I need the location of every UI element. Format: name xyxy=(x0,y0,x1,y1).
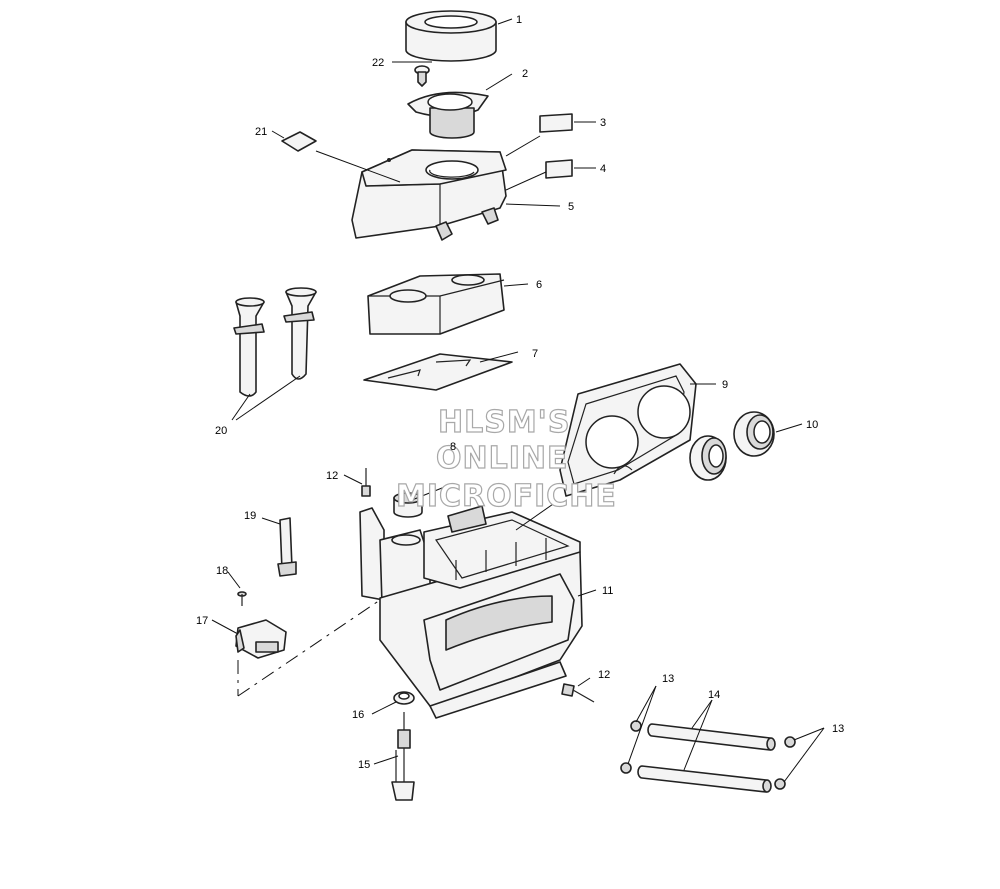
watermark: HLSM'S ONLINE MICROFICHE xyxy=(395,404,617,514)
part-2-intake-adapter xyxy=(407,91,489,139)
callout-9: 9 xyxy=(722,379,728,391)
part-3-decal xyxy=(539,113,573,133)
part-15-drain-valve xyxy=(391,712,415,801)
part-12-screw-upper xyxy=(361,468,371,497)
callout-19: 19 xyxy=(244,510,256,522)
callout-12-upper: 12 xyxy=(326,470,338,482)
part-1-filter-ring xyxy=(405,10,497,62)
part-16-drain-plug xyxy=(393,691,415,705)
callout-11: 11 xyxy=(602,585,613,597)
callout-labels: 1 22 2 3 21 4 5 6 7 9 10 20 8 12 19 18 1… xyxy=(196,14,844,771)
callout-14: 14 xyxy=(708,689,720,701)
part-12-screw-lower xyxy=(561,683,595,703)
part-11-airbox-housing xyxy=(359,505,583,719)
watermark-line-2: ONLINE xyxy=(436,441,569,476)
callout-4: 4 xyxy=(600,163,606,175)
watermark-line-3: MICROFICHE xyxy=(396,479,617,514)
callout-13-left: 13 xyxy=(662,673,674,685)
watermark-line-1: HLSM'S xyxy=(438,405,570,440)
part-14-tubes xyxy=(637,723,776,793)
part-7-screen-gasket xyxy=(363,353,513,391)
part-21-decal xyxy=(281,131,317,152)
part-17-module xyxy=(235,619,287,659)
callout-1: 1 xyxy=(516,14,522,26)
callout-17: 17 xyxy=(196,615,208,627)
callout-6: 6 xyxy=(536,279,542,291)
callout-12-lower: 12 xyxy=(598,669,610,681)
callout-16: 16 xyxy=(352,709,364,721)
callout-15: 15 xyxy=(358,759,370,771)
part-22-push-pin xyxy=(414,65,430,87)
part-6-foam-filter xyxy=(367,273,505,335)
callout-20: 20 xyxy=(215,425,227,437)
callout-10: 10 xyxy=(806,419,818,431)
part-9-airbox-door xyxy=(559,363,697,497)
callout-2: 2 xyxy=(522,68,528,80)
callout-21: 21 xyxy=(255,126,267,138)
callout-18: 18 xyxy=(216,565,228,577)
part-20-velocity-stacks xyxy=(233,287,317,397)
part-13-clamps xyxy=(620,720,796,790)
part-8-cap xyxy=(393,492,423,518)
leader-lines xyxy=(211,18,825,783)
callout-5: 5 xyxy=(568,201,574,213)
part-19-strap xyxy=(277,517,297,577)
callout-3: 3 xyxy=(600,117,606,129)
part-4-decal xyxy=(545,159,573,179)
callout-22: 22 xyxy=(372,57,384,69)
part-5-airbox-cover xyxy=(351,149,507,241)
part-10-boots xyxy=(689,411,775,481)
part-18-screw xyxy=(237,591,247,606)
callout-7: 7 xyxy=(532,348,538,360)
callout-8: 8 xyxy=(450,441,456,453)
callout-13-right: 13 xyxy=(832,723,844,735)
